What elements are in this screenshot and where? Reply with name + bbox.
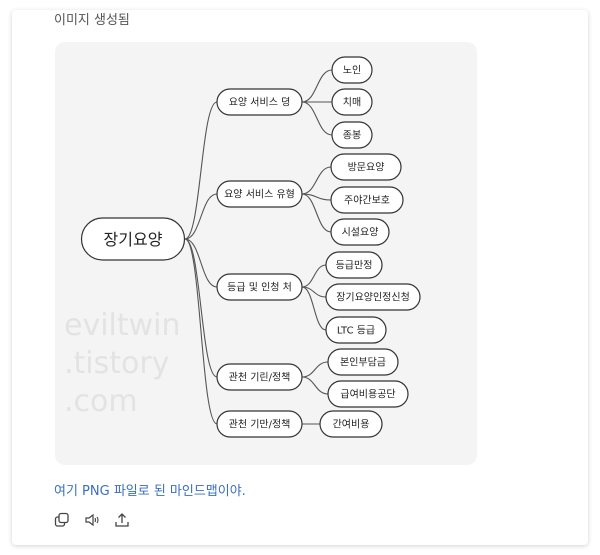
leaf-node-label: 종봉 [343, 130, 361, 142]
leaf-node [325, 316, 387, 344]
image-generated-status: 이미지 생성됨 [54, 13, 130, 28]
copy-icon[interactable] [54, 512, 70, 528]
leaf-node-label: 간여비용 [333, 419, 370, 431]
leaf-node-label: 시설요양 [342, 227, 379, 239]
branch-node [216, 410, 303, 438]
connector [301, 361, 329, 378]
connector [184, 238, 218, 425]
connector [301, 101, 333, 136]
branch-node-label: 관천 기린/정책 [229, 372, 291, 384]
leaf-node-label: 주야간보호 [344, 195, 390, 207]
leaf-node-label: LTC 등급 [337, 325, 375, 337]
speaker-icon[interactable] [84, 512, 100, 528]
root-node-label: 장기요양 [104, 230, 163, 249]
leaf-node [330, 153, 402, 181]
leaf-node-label: 노인 [343, 65, 361, 77]
leaf-node-label: 방문요양 [348, 162, 385, 174]
branch-node-label: 요양 서비스 유형 [224, 189, 295, 201]
connector [301, 286, 327, 331]
mindmap-svg: eviltwin.tistory.com 장기요양 요양 서비스 뎡 노인치매종봉요… [64, 56, 421, 438]
branch-node [216, 180, 303, 208]
leaf-node [319, 410, 383, 438]
branch-node [216, 88, 303, 116]
branch-node-label: 관천 기만/정책 [229, 419, 291, 431]
leaf-node [327, 348, 399, 376]
leaf-node-label: 장기요양인정신청 [336, 292, 410, 304]
leaf-node-label: 치매 [343, 97, 361, 109]
message-actions [54, 512, 130, 528]
connector [301, 193, 332, 233]
leaf-node [331, 56, 373, 84]
branch-node [216, 273, 303, 301]
connector [301, 264, 327, 288]
connector [184, 238, 218, 378]
assistant-message: 여기 PNG 파일로 된 마인드맵이야. [54, 484, 246, 499]
leaf-node-label: 등급만정 [336, 260, 373, 272]
leaf-node [331, 121, 373, 149]
connector [301, 166, 332, 195]
leaf-node-label: 본인부담금 [340, 357, 386, 369]
share-icon[interactable] [114, 512, 130, 528]
connector [184, 101, 218, 240]
connector [301, 69, 333, 103]
leaf-node [325, 283, 421, 311]
connector [301, 376, 329, 395]
leaf-node [330, 218, 390, 246]
branch-node [216, 363, 303, 391]
connector [184, 238, 218, 288]
leaf-node [327, 380, 409, 408]
leaf-node [331, 88, 373, 116]
leaf-node [325, 251, 383, 279]
root-node [80, 217, 186, 261]
leaf-node-label: 급여비용공단 [340, 389, 395, 401]
watermark: eviltwin.tistory.com [64, 308, 181, 419]
leaf-node [330, 186, 404, 214]
connector [184, 193, 218, 240]
branch-node-label: 요양 서비스 뎡 [229, 96, 291, 109]
branch-node-label: 등급 및 인청 처 [227, 282, 292, 294]
